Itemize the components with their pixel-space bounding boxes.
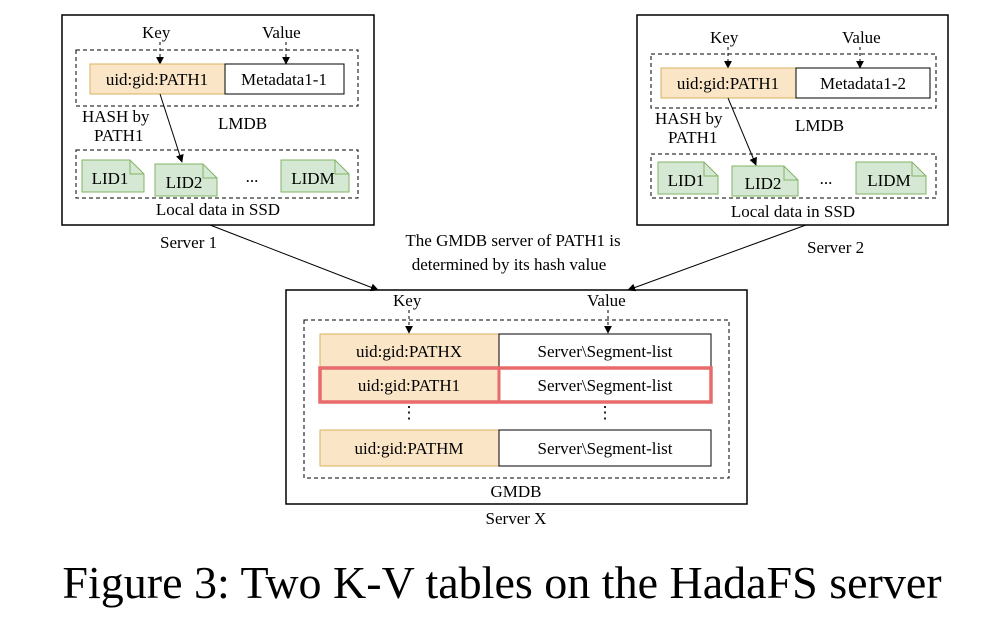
lid-file: LIDM <box>280 159 350 193</box>
annotation-line-2: determined by its hash value <box>412 255 607 274</box>
value-cell <box>498 333 712 369</box>
lid-ellipsis: ... <box>820 169 833 188</box>
lmdb-label: LMDB <box>795 116 844 135</box>
lid-ellipsis: ... <box>246 167 259 186</box>
value-cell-text: Server\Segment-list <box>537 376 672 395</box>
hash-label-2: PATH1 <box>668 128 717 147</box>
server-2-box <box>636 14 949 226</box>
arrow-server2-to-serverx <box>627 224 807 292</box>
key-cell-text: uid:gid:PATHM <box>355 439 464 458</box>
lid-label: LID2 <box>745 174 782 193</box>
server-x-box <box>285 289 748 505</box>
hash-label: HASH by <box>82 107 150 126</box>
lid-file: LID1 <box>81 159 145 193</box>
value-cell-text: Server\Segment-list <box>537 439 672 458</box>
key-cell-text: uid:gid:PATHX <box>356 342 462 361</box>
ssd-label: Local data in SSD <box>156 200 280 219</box>
value-cell <box>498 429 712 467</box>
ssd-label: Local data in SSD <box>731 202 855 221</box>
key-label: Key <box>393 291 422 310</box>
lid-file: LID1 <box>657 161 719 195</box>
hash-label-2: PATH1 <box>94 126 143 145</box>
server-label: Server 1 <box>160 233 217 252</box>
lmdb-container <box>75 49 359 107</box>
value-cell <box>795 67 931 99</box>
value-cell-text: Metadata1-1 <box>241 70 327 89</box>
figure-caption: Figure 3: Two K-V tables on the HadaFS s… <box>62 557 941 608</box>
lid-label: LIDM <box>867 171 910 190</box>
ssd-container <box>75 149 359 199</box>
gmdb-container <box>303 319 730 479</box>
ssd-container <box>650 153 937 199</box>
server-2: Key Value uid:gid:PATH1 Metadata1-2 HASH… <box>636 14 949 257</box>
key-cell <box>660 67 797 99</box>
value-cell-text: Metadata1-2 <box>820 74 906 93</box>
lmdb-label: LMDB <box>218 114 267 133</box>
key-cell-text: uid:gid:PATH1 <box>106 70 208 89</box>
server-label: Server X <box>486 509 547 528</box>
annotation-line-1: The GMDB server of PATH1 is <box>405 231 620 250</box>
key-cell <box>89 63 226 95</box>
lmdb-container <box>650 53 937 109</box>
value-label: Value <box>262 23 301 42</box>
key-label: Key <box>142 23 171 42</box>
server-x: Key Value uid:gid:PATHX Server\Segment-l… <box>285 289 748 528</box>
value-label: Value <box>587 291 626 310</box>
value-cell <box>224 63 345 95</box>
ellipsis-vertical: ⋮ <box>401 403 418 422</box>
value-label: Value <box>842 28 881 47</box>
lid-label: LID2 <box>166 173 203 192</box>
key-cell <box>319 333 500 369</box>
lid-label: LID1 <box>92 169 129 188</box>
highlight-row <box>318 366 713 404</box>
hash-label: HASH by <box>655 109 723 128</box>
server-label: Server 2 <box>807 238 864 257</box>
lid-file: LID2 <box>154 163 218 197</box>
lid-file: LID2 <box>731 165 799 197</box>
lid-file: LIDM <box>855 161 927 195</box>
key-cell-text: uid:gid:PATH1 <box>358 376 460 395</box>
server-1-box <box>61 14 375 226</box>
key-label: Key <box>710 28 739 47</box>
lid-label: LID1 <box>668 171 705 190</box>
gmdb-label: GMDB <box>490 482 541 501</box>
ellipsis-vertical: ⋮ <box>597 403 614 422</box>
arrow-server1-to-serverx <box>209 224 379 292</box>
key-cell <box>319 429 500 467</box>
value-cell-text: Server\Segment-list <box>537 342 672 361</box>
key-cell-text: uid:gid:PATH1 <box>677 74 779 93</box>
server-1: Key Value uid:gid:PATH1 Metadata1-1 HASH… <box>61 14 375 252</box>
lid-label: LIDM <box>291 169 334 188</box>
